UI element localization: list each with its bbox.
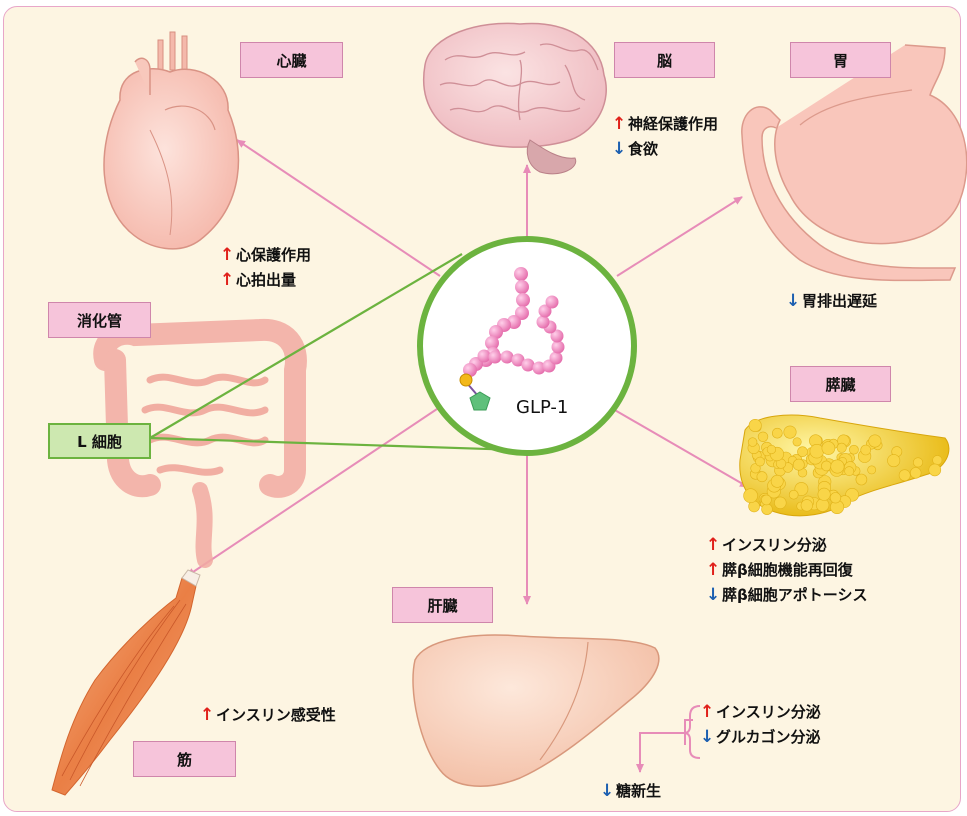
pancreas-texture-dot [899, 470, 910, 481]
heart-illustration [104, 32, 238, 249]
up-arrow-icon: ↑ [706, 534, 720, 556]
peptide-bead [522, 359, 535, 372]
pancreas-texture-dot [793, 459, 804, 470]
pancreas-texture-dot [837, 443, 846, 452]
pancreas-texture-dot [929, 464, 941, 476]
liver-effect-2: ↓グルカゴン分泌 [700, 724, 821, 749]
stomach-effects: ↓胃排出遅延 [786, 288, 877, 313]
pancreas-texture-dot [757, 472, 767, 482]
peptide-bead [515, 280, 529, 294]
l-cell-label: L 細胞 [48, 423, 151, 459]
pancreas-texture-dot [798, 447, 808, 457]
up-arrow-icon: ↑ [220, 269, 234, 291]
peptide-bead [478, 350, 491, 363]
stomach-label: 胃 [790, 42, 891, 78]
peptide-bead [516, 293, 530, 307]
down-arrow-icon: ↓ [700, 726, 714, 748]
pancreas-texture-dot [772, 428, 782, 438]
brain-label: 脳 [614, 42, 715, 78]
glp1-label: GLP-1 [516, 397, 568, 418]
pancreas-texture-dot [749, 419, 761, 431]
muscle-effects: ↑インスリン感受性 [200, 702, 336, 727]
pancreas-texture-dot [789, 490, 798, 499]
pancreas-effect-1: ↑インスリン分泌 [706, 532, 867, 557]
arrow-to-pancreas [613, 409, 748, 487]
peptide-bead [546, 296, 559, 309]
pancreas-texture-dot [758, 432, 768, 442]
pancreas-effect-2: ↑膵β細胞機能再回復 [706, 557, 867, 582]
glp1-yellow-residue [460, 374, 472, 386]
pancreas-texture-dot [888, 454, 900, 466]
brain-effect-2: ↓食欲 [612, 136, 718, 161]
pancreas-texture-dot [774, 497, 786, 509]
pancreas-texture-dot [910, 468, 921, 479]
heart-label: 心臓 [240, 42, 343, 78]
liver-brace [684, 706, 700, 758]
pancreas-texture-dot [831, 460, 844, 473]
up-arrow-icon: ↑ [612, 113, 626, 135]
pancreas-texture-dot [767, 445, 776, 454]
pancreas-texture-dot [756, 457, 765, 466]
pancreas-texture-dot [761, 495, 771, 505]
peptide-bead [550, 352, 563, 365]
pancreas-texture-dot [818, 488, 830, 500]
arrow-to-stomach [617, 197, 742, 276]
peptide-bead [514, 267, 528, 281]
pancreas-texture-dot [869, 435, 881, 447]
pancreas-texture-dot [913, 458, 922, 467]
pancreas-texture-dot [801, 500, 813, 512]
heart-effect-1: ↑心保護作用 [220, 242, 311, 267]
pancreas-texture-dot [822, 442, 835, 455]
liver-label: 肝臓 [392, 587, 493, 623]
pancreas-effects: ↑インスリン分泌 ↑膵β細胞機能再回復 ↓膵β細胞アポトーシス [706, 532, 867, 607]
up-arrow-icon: ↑ [700, 701, 714, 723]
pancreas-illustration [740, 415, 949, 516]
peptide-bead [537, 316, 550, 329]
pancreas-texture-dot [861, 445, 871, 455]
stomach-effect-1: ↓胃排出遅延 [786, 288, 877, 313]
pancreas-texture-dot [830, 493, 841, 504]
heart-effects: ↑心保護作用 ↑心拍出量 [220, 242, 311, 292]
peptide-bead [552, 341, 565, 354]
pancreas-texture-dot [868, 466, 876, 474]
down-arrow-icon: ↓ [612, 138, 626, 160]
muscle-label: 筋 [133, 741, 236, 777]
pancreas-texture-dot [784, 426, 796, 438]
pancreas-texture-dot [856, 474, 867, 485]
up-arrow-icon: ↑ [200, 704, 214, 726]
pancreas-texture-dot [793, 438, 801, 446]
heart-effect-2: ↑心拍出量 [220, 267, 311, 292]
up-arrow-icon: ↑ [706, 559, 720, 581]
pancreas-texture-dot [810, 444, 824, 458]
stomach-illustration [742, 45, 967, 280]
liver-bracket-arrow [640, 720, 693, 772]
pancreas-label: 膵臓 [790, 366, 891, 402]
brain-effects: ↑神経保護作用 ↓食欲 [612, 111, 718, 161]
peptide-bead [489, 351, 502, 364]
down-arrow-icon: ↓ [706, 584, 720, 606]
pancreas-texture-dot [744, 489, 758, 503]
liver-result: ↓糖新生 [600, 778, 661, 803]
brain-illustration [424, 23, 607, 173]
pancreas-effect-3: ↓膵β細胞アポトーシス [706, 582, 867, 607]
liver-illustration [413, 635, 659, 786]
liver-effect-1: ↑インスリン分泌 [700, 699, 821, 724]
pancreas-texture-dot [762, 504, 773, 515]
brain-effect-1: ↑神経保護作用 [612, 111, 718, 136]
up-arrow-icon: ↑ [220, 244, 234, 266]
gut-label: 消化管 [48, 302, 151, 338]
pancreas-texture-dot [849, 445, 858, 454]
muscle-effect-1: ↑インスリン感受性 [200, 702, 336, 727]
pancreas-texture-dot [845, 467, 854, 476]
liver-result-row: ↓糖新生 [600, 778, 661, 803]
pancreas-texture-dot [771, 475, 783, 487]
liver-effects: ↑インスリン分泌 ↓グルカゴン分泌 [700, 699, 821, 749]
pancreas-texture-dot [748, 438, 757, 447]
peptide-bead [501, 351, 514, 364]
down-arrow-icon: ↓ [600, 780, 614, 802]
pancreas-texture-dot [933, 455, 942, 464]
down-arrow-icon: ↓ [786, 290, 800, 312]
